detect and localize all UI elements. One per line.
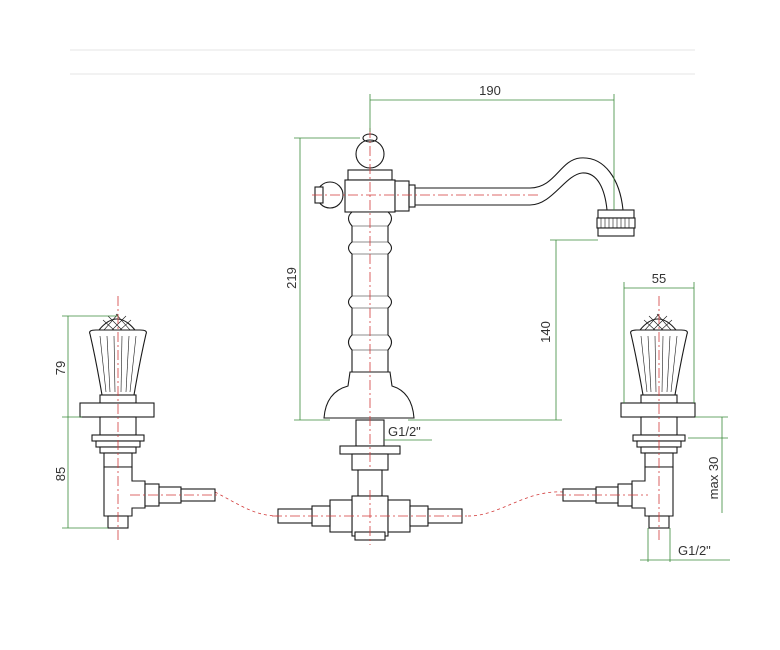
dimension-thread-center: G1/2" — [384, 424, 432, 441]
thread-label-side: G1/2" — [678, 543, 711, 558]
left-valve — [79, 313, 160, 529]
dimension-label-190: 190 — [479, 83, 501, 98]
drawing-frame — [70, 49, 695, 75]
dimension-spout-reach: 190 — [369, 83, 615, 210]
dimension-label-55: 55 — [652, 271, 666, 286]
braided-hose-right — [562, 486, 619, 504]
dimension-valve-height: 85 — [53, 417, 108, 529]
dimension-label-219: 219 — [284, 267, 299, 289]
hose-route-right — [467, 491, 564, 517]
right-valve — [617, 313, 696, 529]
hose-route-left — [214, 491, 279, 517]
dimension-spout-height: 140 — [408, 239, 598, 421]
dimension-label-85: 85 — [53, 467, 68, 481]
dimension-label-max-30: max 30 — [706, 457, 721, 500]
dimension-handle-width: 55 — [623, 271, 695, 403]
dimension-label-140: 140 — [538, 321, 553, 343]
center-spout-body — [314, 133, 636, 497]
dimension-max-deck: max 30 — [688, 416, 728, 513]
dimension-label-79: 79 — [53, 361, 68, 375]
dimension-total-height: 219 — [284, 137, 360, 421]
dimension-handle-height: 79 — [53, 315, 118, 418]
thread-label-center: G1/2" — [388, 424, 421, 439]
dimension-thread-side: G1/2" — [640, 528, 730, 562]
